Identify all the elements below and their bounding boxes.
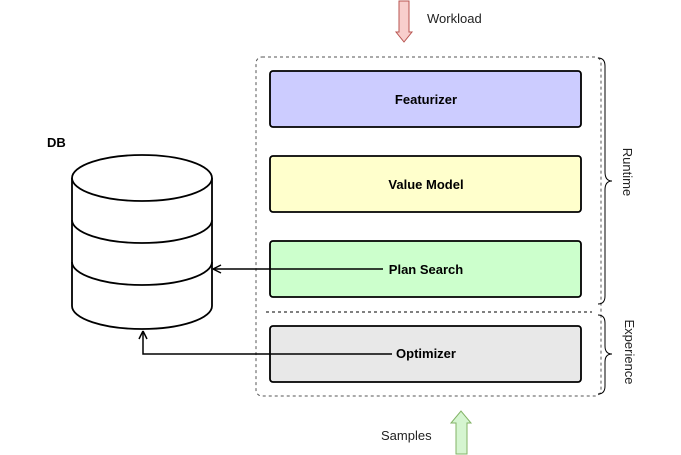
workload-label: Workload [427,11,482,26]
featurizer-label: Featurizer [395,92,457,107]
experience-label: Experience [622,319,637,384]
workload-arrow [394,0,414,43]
runtime-brace [597,57,613,305]
value-model-label: Value Model [388,177,463,192]
db-cylinder [71,154,213,330]
experience-brace [597,314,613,395]
featurizer-box [269,70,582,128]
optimizer-to-db-arrow [138,330,392,355]
value-model-box [269,155,582,213]
optimizer-label: Optimizer [396,346,456,361]
db-label: DB [47,135,66,150]
system-boundary [255,56,602,397]
samples-arrow [449,410,473,455]
samples-label: Samples [381,428,432,443]
runtime-label: Runtime [620,148,635,196]
plan-search-label: Plan Search [389,262,463,277]
